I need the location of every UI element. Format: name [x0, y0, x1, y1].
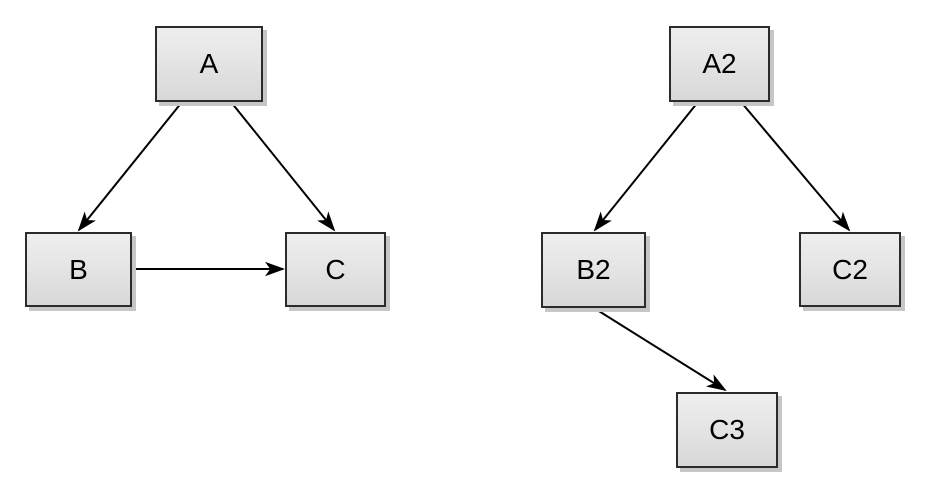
- node-label: C2: [832, 253, 868, 285]
- node-label: A2: [702, 48, 737, 79]
- node-label: A: [199, 48, 219, 79]
- edge-a-c-arrow: [230, 101, 336, 232]
- edge-a-b-arrow: [77, 101, 183, 232]
- node-label: C: [325, 253, 346, 285]
- node-b[interactable]: B: [25, 232, 132, 307]
- node-a[interactable]: A: [155, 26, 263, 102]
- edge-a2-b2-arrow: [593, 101, 699, 232]
- node-c2[interactable]: C2: [799, 232, 901, 307]
- node-b2[interactable]: B2: [541, 232, 646, 308]
- edge-a2-c2-arrow: [740, 101, 851, 232]
- node-label: B: [69, 253, 88, 285]
- node-label: C3: [709, 414, 745, 445]
- node-a2[interactable]: A2: [669, 26, 770, 102]
- node-c[interactable]: C: [285, 232, 386, 307]
- edges-group: [77, 101, 851, 392]
- node-label: B2: [576, 254, 611, 285]
- node-c3[interactable]: C3: [676, 392, 778, 468]
- edge-b2-c3-arrow: [593, 307, 727, 392]
